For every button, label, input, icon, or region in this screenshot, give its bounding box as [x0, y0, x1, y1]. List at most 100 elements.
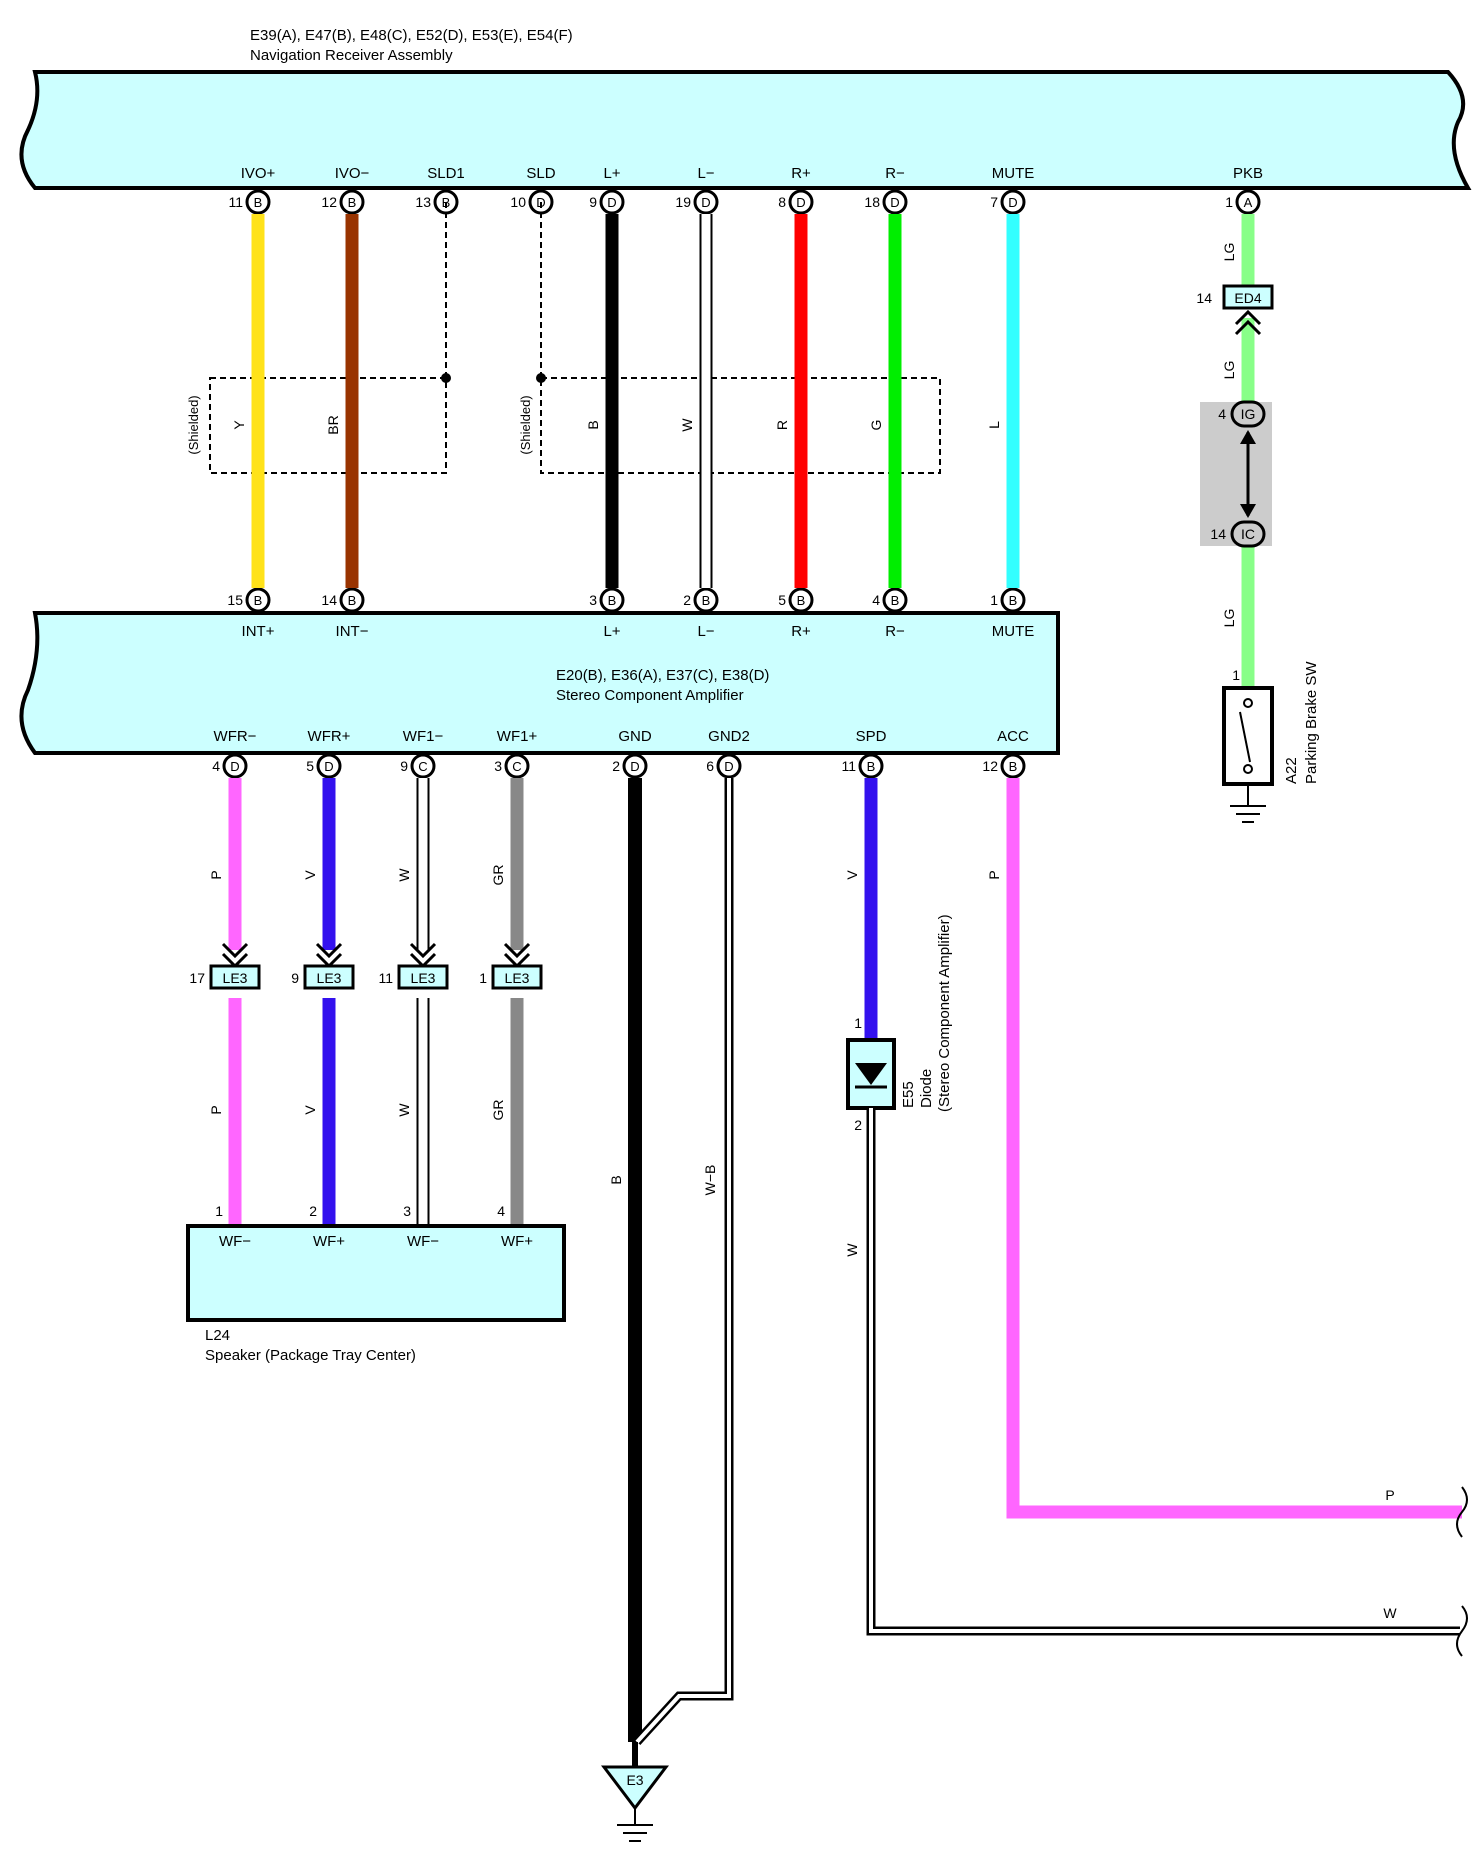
- wire-label: G: [868, 420, 884, 431]
- diode-name: Diode: [918, 1069, 935, 1108]
- pin-circle-icon: [339, 189, 365, 215]
- ic-label: IC: [1241, 526, 1255, 542]
- nav-pin-number: 12: [321, 194, 337, 210]
- wire-label: Y: [231, 420, 247, 430]
- junction-gray-box: [1200, 402, 1272, 546]
- amp-top-pin-letter: B: [891, 593, 900, 608]
- nav-pin-label: PKB: [1233, 165, 1263, 182]
- amp-bottom-pin-number: 12: [982, 758, 998, 774]
- nav-pin-SLD1: SLD1B13: [415, 165, 465, 215]
- pin-circle-icon: [316, 753, 342, 779]
- pin-circle-icon: [882, 189, 908, 215]
- amp-bottom-pin-letter: C: [512, 759, 521, 774]
- wire-Y: Y: [231, 214, 265, 588]
- wire-label: GR: [490, 1100, 506, 1121]
- speaker-pin-num: 1: [215, 1203, 223, 1219]
- acc-wire: [1006, 778, 1462, 1519]
- amp-top-pin-letter: B: [797, 593, 806, 608]
- amp-bottom-pin-label: SPD: [856, 728, 887, 745]
- amp-top-pin-L−: L−B2: [683, 587, 719, 640]
- amp-bottom-pin-letter: D: [324, 759, 333, 774]
- speaker-pin-3: WF−: [407, 1233, 439, 1250]
- ig-label: IG: [1241, 406, 1256, 422]
- amp-bottom-pin-number: 9: [400, 758, 408, 774]
- pin-circle-icon: [410, 753, 436, 779]
- nav-box: [19, 70, 1472, 190]
- nav-pin-number: 13: [415, 194, 431, 210]
- le3-label: LE3: [411, 970, 436, 986]
- pin-circle-icon: [693, 189, 719, 215]
- le3-num: 1: [479, 970, 487, 986]
- nav-receiver: E39(A), E47(B), E48(C), E52(D), E53(E), …: [19, 27, 1472, 215]
- diode-triangle-icon: [855, 1063, 887, 1085]
- amp-bottom-pin-number: 6: [706, 758, 714, 774]
- wire-L: L: [986, 214, 1020, 588]
- diode-sub: (Stereo Component Amplifier): [936, 914, 953, 1112]
- wire-label: B: [585, 420, 601, 429]
- amp-bottom-pin-letter: C: [418, 759, 427, 774]
- nav-name: Navigation Receiver Assembly: [250, 47, 453, 64]
- speaker-l24: WF− WF+ WF− WF+ L24 Speaker (Package Tra…: [186, 1224, 566, 1364]
- pin-circle-icon: [245, 587, 271, 613]
- le3-label: LE3: [505, 970, 530, 986]
- pin-circle-icon: [599, 189, 625, 215]
- amp-bottom-pin-letter: B: [1009, 759, 1018, 774]
- wire-label: R: [774, 420, 790, 430]
- shield-box-left: [209, 377, 447, 474]
- amp-bottom-pin-WFR+: WFR+D5: [306, 728, 351, 779]
- amp-bottom-pin-label: GND2: [708, 728, 750, 745]
- gnd2-wire-inner: [635, 778, 731, 1744]
- amp-top-pin-label: L−: [697, 623, 714, 640]
- spd-wire-label: V: [844, 870, 860, 880]
- le3-connector: [397, 964, 449, 990]
- shield-dot-left: [441, 373, 451, 383]
- ig-num: 4: [1218, 406, 1226, 422]
- ic-num: 14: [1210, 526, 1226, 542]
- amp-bottom-pin-number: 2: [612, 758, 620, 774]
- stereo-amplifier: E20(B), E36(A), E37(C), E38(D) Stereo Co…: [19, 587, 1060, 779]
- amp-top-pin-number: 2: [683, 592, 691, 608]
- diode-out-wire-inner: [869, 1108, 1460, 1633]
- pin-circle-icon: [788, 587, 814, 613]
- speaker-pin-num: 3: [403, 1203, 411, 1219]
- wire-label: W: [396, 868, 412, 882]
- shield-label-left: (Shielded): [186, 395, 201, 454]
- ed4-connector: [1222, 284, 1274, 310]
- amp-ids: E20(B), E36(A), E37(C), E38(D): [556, 667, 769, 684]
- amp-top-pin-number: 14: [321, 592, 337, 608]
- amp-top-pin-number: 3: [589, 592, 597, 608]
- amp-top-pin-label: L+: [603, 623, 620, 640]
- nav-pin-number: 7: [990, 194, 998, 210]
- amp-bottom-pin-label: WF1−: [403, 728, 444, 745]
- le3-connector: [209, 964, 261, 990]
- nav-pin-number: 19: [675, 194, 691, 210]
- wire-label: P: [208, 870, 224, 879]
- speaker-pin-2: WF+: [313, 1233, 345, 1250]
- pin-circle-icon: [1000, 189, 1026, 215]
- ic-arrow-down: [1240, 504, 1256, 518]
- nav-pin-label: IVO+: [241, 165, 276, 182]
- nav-pin-letter: B: [254, 195, 263, 210]
- wire-label: W: [679, 418, 695, 432]
- amp-top-pin-label: MUTE: [992, 623, 1035, 640]
- wire-G: G: [868, 214, 902, 588]
- diode-out-wire-outer: [866, 1108, 1460, 1636]
- le3-connector: [491, 964, 543, 990]
- nav-pin-label: R−: [885, 165, 905, 182]
- speaker-box: [186, 1224, 566, 1322]
- nav-pin-letter: D: [701, 195, 710, 210]
- amp-top-pin-number: 4: [872, 592, 880, 608]
- nav-pin-R+: R+D8: [778, 165, 814, 215]
- gnd-wire-label: B: [608, 1175, 624, 1184]
- nav-pin-label: SLD1: [427, 165, 465, 182]
- nav-pin-number: 10: [510, 194, 526, 210]
- le3-num: 17: [189, 970, 205, 986]
